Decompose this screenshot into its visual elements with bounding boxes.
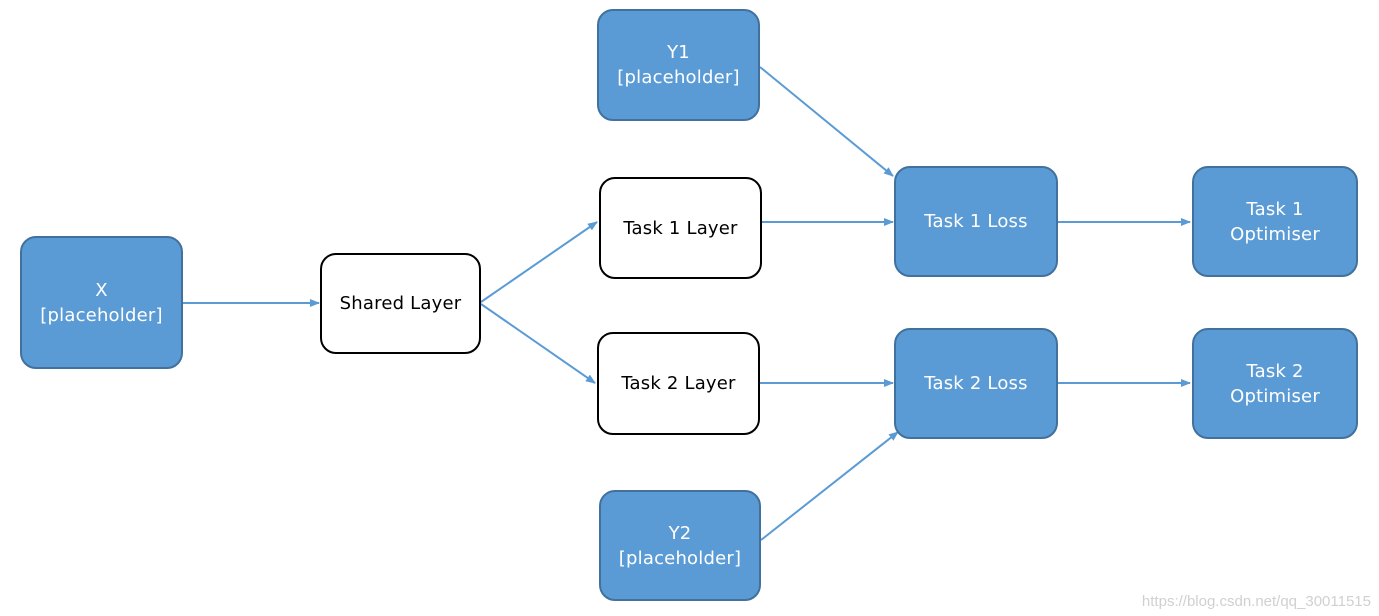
y2-node-subtitle: [placeholder] — [618, 547, 742, 569]
task1-optimiser-node: Task 1 Optimiser — [1192, 166, 1358, 277]
y2-node-title: Y2 — [668, 522, 692, 544]
task1-loss-node: Task 1 Loss — [894, 166, 1058, 277]
task1-loss-label: Task 1 Loss — [924, 211, 1028, 232]
task2-layer-label: Task 2 Layer — [621, 373, 736, 394]
edge-shared-layer-to-task1-layer — [480, 221, 598, 303]
task1-layer-node: Task 1 Layer — [599, 177, 762, 279]
x-node-title: X — [95, 279, 108, 301]
edge-y2-to-task2-loss — [760, 431, 899, 541]
shared-layer-label: Shared Layer — [339, 293, 462, 314]
task2-loss-node: Task 2 Loss — [894, 328, 1058, 439]
edge-y1-to-task1-loss — [759, 66, 894, 177]
shared-layer-node: Shared Layer — [320, 253, 481, 354]
y1-placeholder-node: Y1 [placeholder] — [597, 9, 760, 121]
watermark-url: https://blog.csdn.net/qq_30011515 — [1141, 593, 1371, 610]
task2-layer-node: Task 2 Layer — [597, 332, 760, 435]
task2-loss-label: Task 2 Loss — [924, 373, 1028, 394]
task2-optimiser-subtitle: Optimiser — [1230, 385, 1320, 407]
y1-node-subtitle: [placeholder] — [617, 67, 740, 88]
edge-shared-layer-to-task2-layer — [480, 303, 596, 384]
y1-node-title: Y1 — [667, 42, 690, 63]
task1-layer-label: Task 1 Layer — [623, 217, 738, 239]
y2-placeholder-node: Y2 [placeholder] — [599, 490, 761, 601]
task1-optimiser-subtitle: Optimiser — [1230, 223, 1320, 245]
task2-optimiser-node: Task 2 Optimiser — [1192, 328, 1358, 439]
task1-optimiser-title: Task 1 — [1246, 198, 1304, 220]
task2-optimiser-title: Task 2 — [1246, 360, 1304, 382]
x-node-subtitle: [placeholder] — [40, 304, 163, 326]
x-placeholder-node: X [placeholder] — [20, 236, 183, 369]
